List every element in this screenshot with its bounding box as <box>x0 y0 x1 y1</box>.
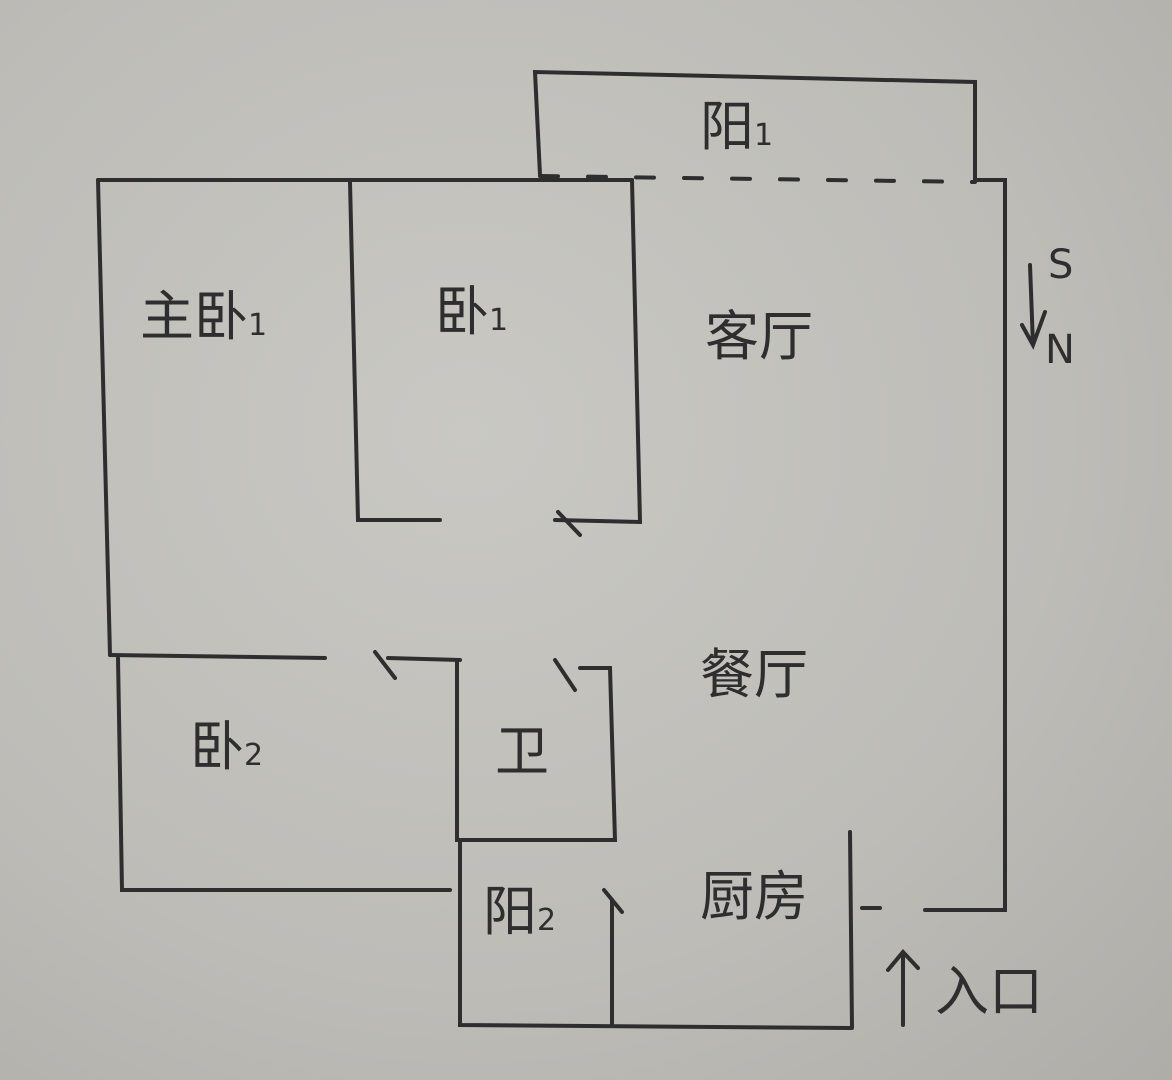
living-room-label: 客厅 <box>705 305 813 368</box>
compass-south-label: S <box>1048 242 1074 288</box>
compass-north-label: N <box>1045 327 1075 373</box>
bedroom-2-label: 卧2 <box>190 715 264 778</box>
master-bedroom-label: 主卧1 <box>140 285 268 348</box>
kitchen-label: 厨房 <box>700 865 808 928</box>
balcony-1-label: 阳1 <box>700 95 774 158</box>
entrance-label: 入口 <box>935 960 1043 1023</box>
dining-room-label: 餐厅 <box>700 643 808 706</box>
bathroom-label: 卫 <box>495 720 549 783</box>
bedroom-1-label: 卧1 <box>435 280 509 343</box>
balcony-2-label: 阳2 <box>483 880 557 943</box>
